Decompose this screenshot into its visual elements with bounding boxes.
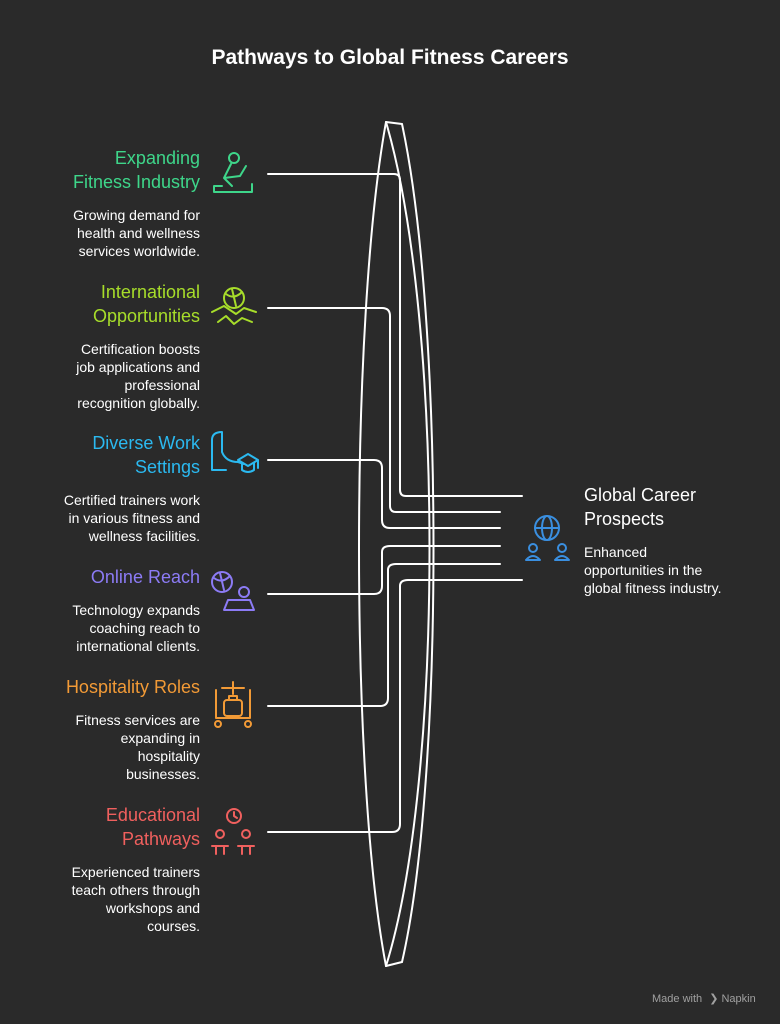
item-title: Educational Pathways: [105, 805, 200, 849]
item-international-opportunities: International Opportunities Certificatio…: [0, 280, 200, 412]
item-online-reach: Online Reach Technology expands coaching…: [0, 565, 200, 655]
lens-inner-edge: [401, 123, 435, 963]
item-title: Hospitality Roles: [65, 677, 200, 697]
page-title: Pathways to Global Fitness Careers: [211, 46, 569, 69]
fitness-person-icon: [213, 152, 253, 193]
item-hospitality-roles: Hospitality Roles Fitness services are e…: [0, 675, 200, 783]
item-description: Fitness services are expanding in hospit…: [75, 712, 200, 782]
item-description: Certification boosts job applications an…: [76, 341, 200, 411]
outcome-title: Global Career Prospects: [584, 485, 697, 529]
item-title: Diverse Work Settings: [92, 433, 200, 477]
outcome-description: Enhanced opportunities in the global fit…: [584, 544, 722, 596]
globe-handshake-icon: [211, 287, 257, 325]
connector-4: [267, 545, 501, 595]
napkin-logo-icon: ❯: [709, 993, 719, 1005]
connector-6: [267, 579, 523, 833]
footer-prefix: Made with: [652, 993, 703, 1005]
item-expanding-fitness-industry: Expanding Fitness Industry Growing deman…: [0, 146, 200, 260]
item-educational-pathways: Educational Pathways Experienced trainer…: [0, 803, 200, 935]
lens-back-edge: [358, 121, 387, 967]
item-title: Expanding Fitness Industry: [72, 148, 200, 192]
connector-1: [267, 173, 523, 497]
outcome-global-career-prospects: Global Career Prospects Enhanced opportu…: [584, 483, 774, 597]
item-title: Online Reach: [90, 567, 200, 587]
item-description: Experienced trainers teach others throug…: [71, 864, 200, 934]
connector-2: [267, 307, 501, 513]
item-description: Growing demand for health and wellness s…: [73, 207, 200, 259]
item-diverse-work-settings: Diverse Work Settings Certified trainers…: [0, 431, 200, 545]
connector-5: [267, 563, 501, 707]
lens-outer-edge: [385, 121, 431, 967]
luggage-cart-icon: [214, 681, 252, 728]
globe-people-icon: [525, 515, 570, 561]
arm-graduation-cap-icon: [211, 431, 259, 473]
footer-brand: Napkin: [721, 993, 756, 1005]
item-description: Technology expands coaching reach to int…: [72, 602, 200, 654]
footer-credit: Made with ❯ Napkin: [652, 992, 756, 1005]
lens-rim-bottom: [385, 961, 403, 967]
item-title: International Opportunities: [92, 282, 200, 326]
connector-3: [267, 459, 501, 529]
globe-laptop-icon: [211, 571, 255, 611]
item-description: Certified trainers work in various fitne…: [63, 492, 200, 544]
lens-rim-top: [385, 121, 403, 125]
classroom-clock-icon: [211, 808, 255, 855]
